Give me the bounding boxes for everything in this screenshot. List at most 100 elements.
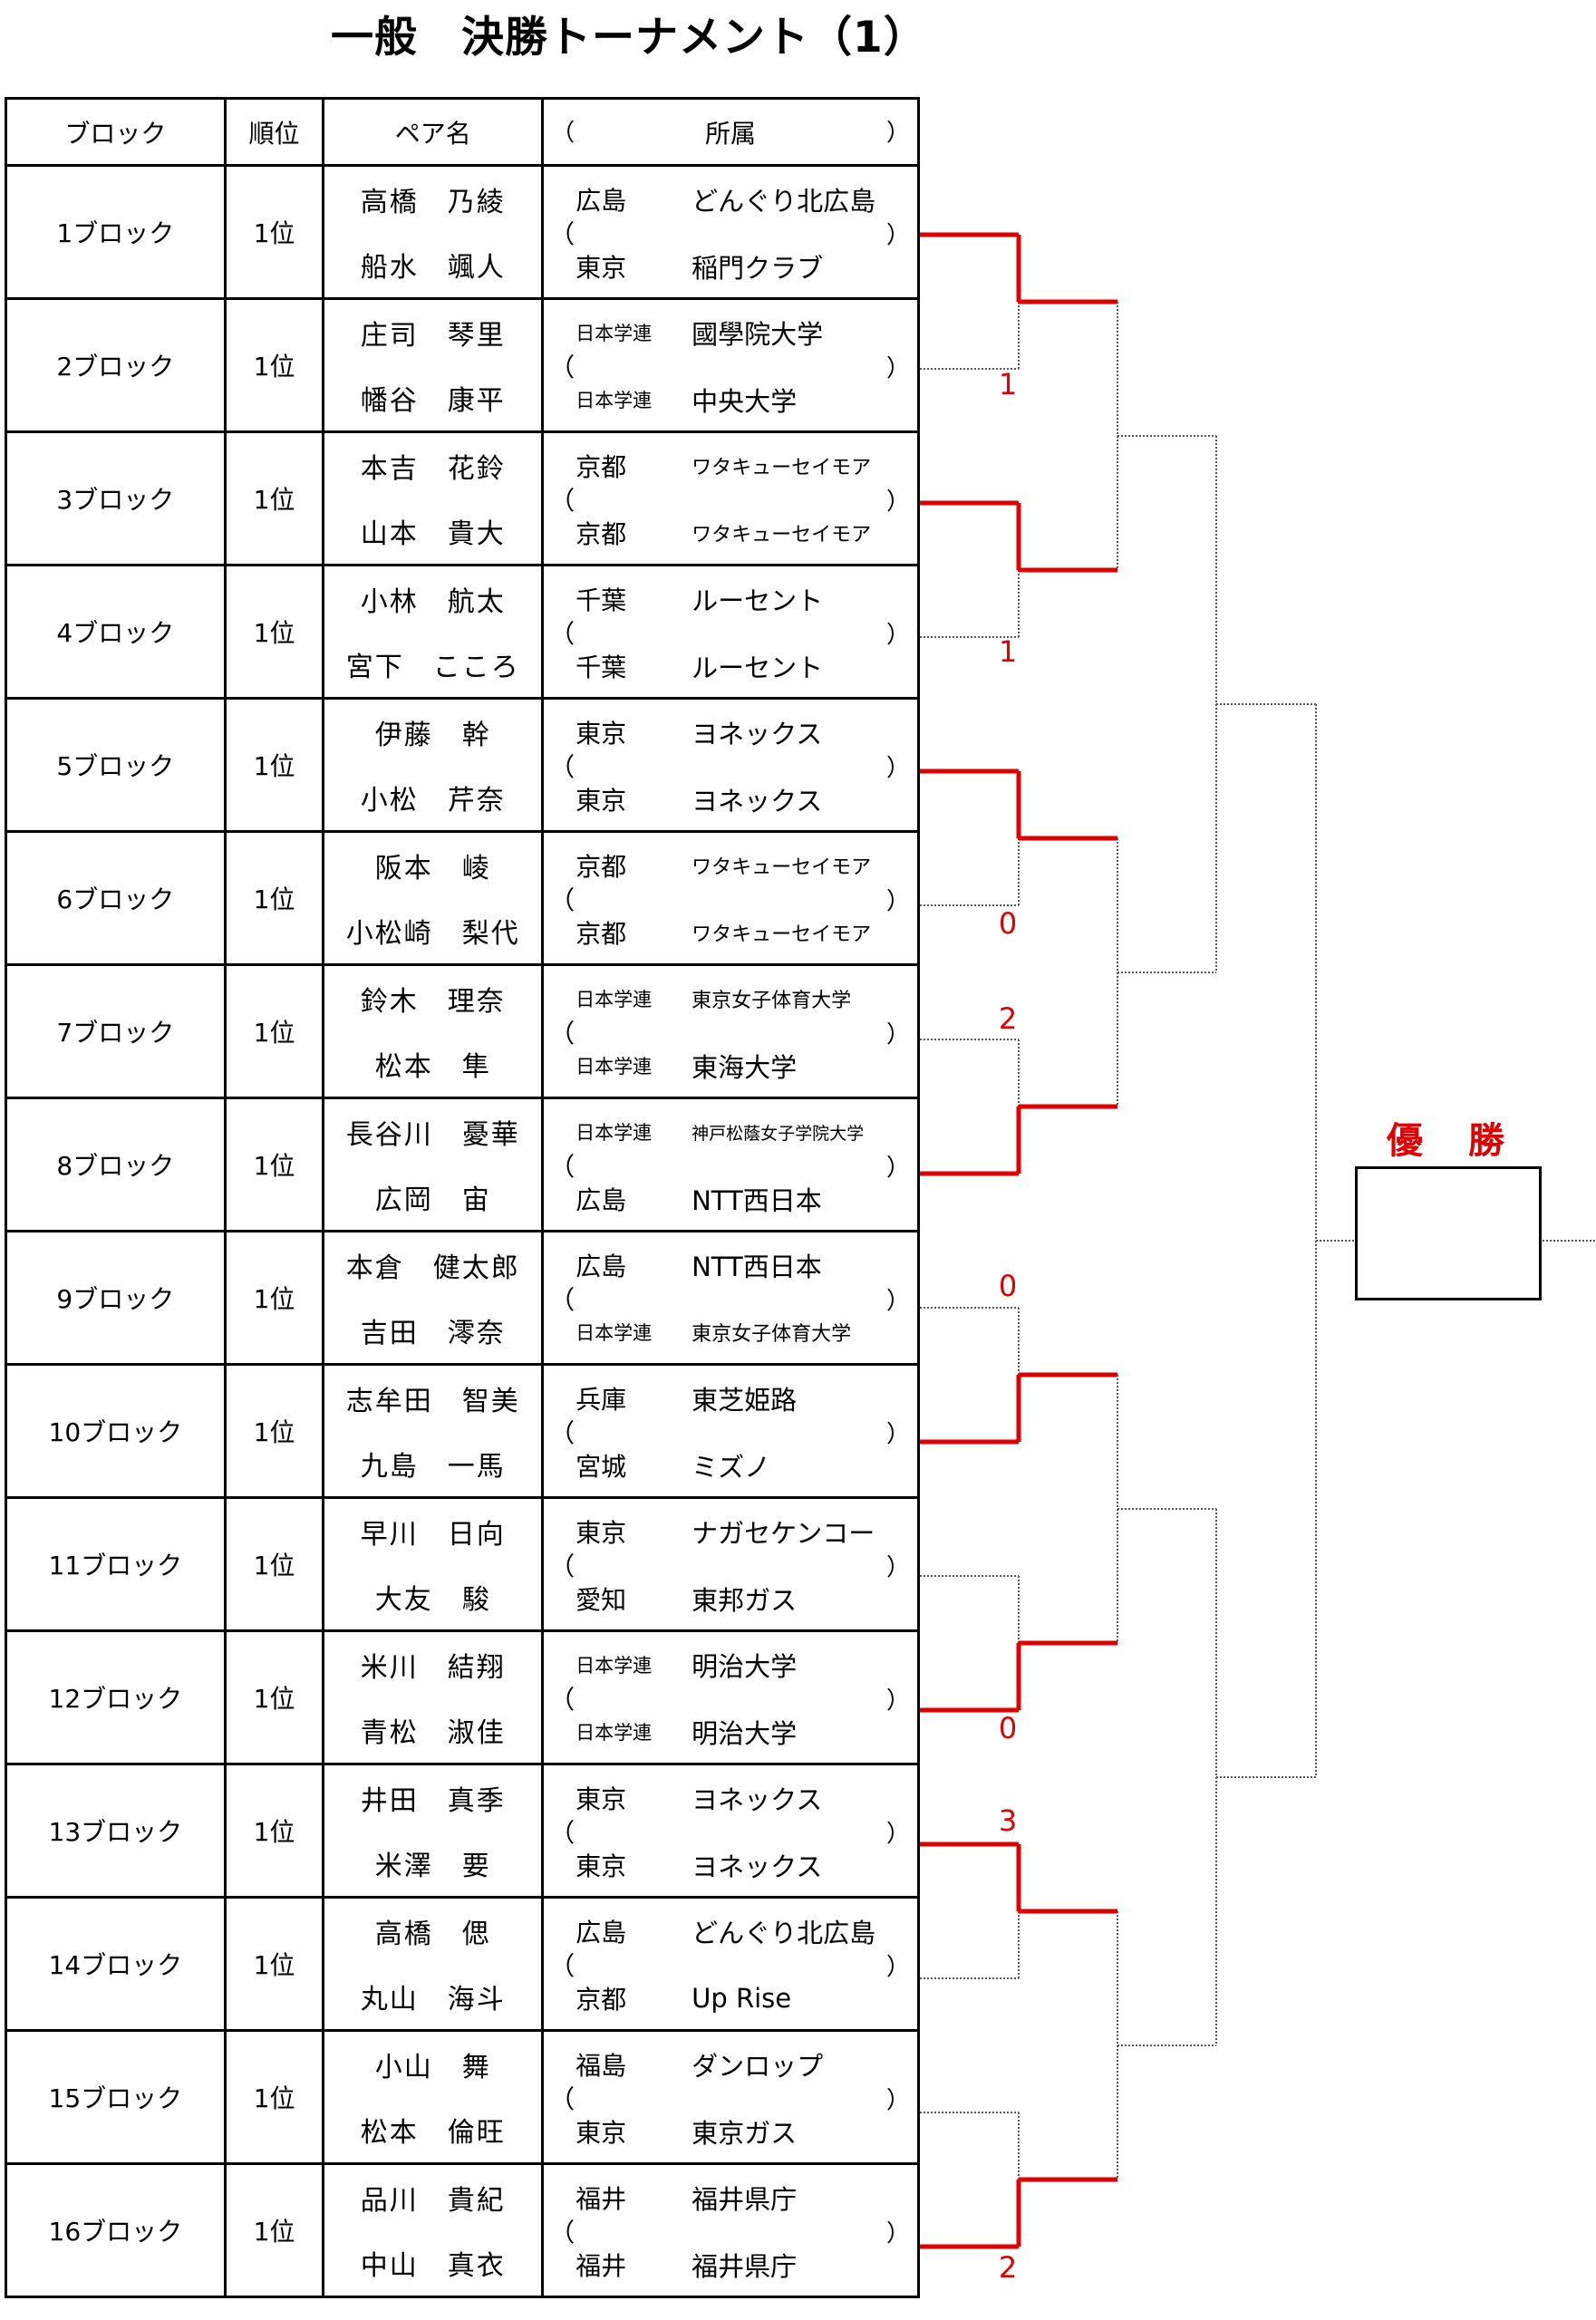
header-paren-close: ） [885, 119, 910, 147]
prefecture: 広島 [576, 1918, 627, 1948]
player-name: 本倉 健太郎 [345, 1252, 520, 1284]
affiliation-line: 千葉ルーセント [576, 583, 824, 616]
paren-close: ） [885, 2086, 910, 2114]
paren-close: ） [885, 2219, 910, 2248]
paren-close: ） [885, 754, 910, 782]
player-name: 松本 倫旺 [360, 2117, 506, 2149]
rank-cell: 1位 [223, 1896, 325, 2032]
affiliation-line: 日本学連明治大学 [576, 1716, 797, 1749]
affiliation-cell: 福井福井県庁（）福井福井県庁 [541, 2162, 920, 2298]
organization: 中央大学 [692, 386, 798, 417]
rank-cell: 1位 [223, 830, 325, 966]
pair-cell: 高橋 偲丸山 海斗 [322, 1896, 545, 2032]
page-title: 一般 決勝トーナメント（1） [331, 13, 927, 63]
prefecture: 日本学連 [576, 1722, 653, 1744]
paren-close: ） [885, 1687, 910, 1715]
rank-cell: 1位 [223, 564, 325, 700]
player-name: 志牟田 智美 [345, 1386, 520, 1417]
player-name: 宮下 こころ [345, 652, 520, 683]
paren-open: （ [549, 353, 576, 382]
player-name: 小山 舞 [374, 2052, 491, 2083]
affiliation-cell: 京都ワタキューセイモア（）京都ワタキューセイモア [541, 830, 920, 966]
organization: ヨネックス [692, 1784, 823, 1815]
header-affiliation-label: 所属 [705, 118, 757, 149]
rank-cell: 1位 [223, 1763, 325, 1899]
pair-cell: 米川 結翔青松 淑佳 [322, 1629, 545, 1765]
player-name: 松本 隼 [374, 1051, 491, 1083]
paren-open: （ [549, 2218, 576, 2248]
prefecture: 東京 [576, 719, 627, 749]
block-cell: 15ブロック [5, 2029, 227, 2165]
affiliation-line: 兵庫東芝姫路 [576, 1382, 797, 1416]
affiliation-line: 愛知東邦ガス [576, 1582, 797, 1616]
affiliation-cell: 兵庫東芝姫路（）宮城ミズノ [541, 1363, 920, 1499]
player-name: 船水 颯人 [360, 252, 506, 284]
prefecture: 日本学連 [576, 1122, 653, 1144]
affiliation-cell: 千葉ルーセント（）千葉ルーセント [541, 564, 920, 700]
paren-open: （ [549, 619, 576, 649]
pair-cell: 本吉 花鈴山本 貴大 [322, 430, 545, 566]
affiliation-cell: 日本学連東京女子体育大学（）日本学連東海大学 [541, 963, 920, 1099]
block-cell: 6ブロック [5, 830, 227, 966]
organization: ルーセント [692, 585, 824, 616]
prefecture: 日本学連 [576, 989, 653, 1010]
block-cell: 8ブロック [5, 1097, 227, 1232]
player-name: 阪本 崚 [374, 853, 491, 884]
header-row: ブロック 順位 ペア名 （ 所属 ） [5, 97, 920, 167]
player-name: 山本 貴大 [360, 518, 506, 550]
prefecture: 福島 [576, 2051, 627, 2081]
affiliation-line: 東京ヨネックス [576, 1782, 823, 1815]
paren-close: ） [885, 1553, 910, 1581]
player-name: 品川 貴紀 [360, 2185, 506, 2217]
organization: 東海大学 [692, 1052, 798, 1083]
rank-cell: 1位 [223, 1230, 325, 1366]
pair-cell: 小山 舞松本 倫旺 [322, 2029, 545, 2165]
champion-box [1355, 1166, 1542, 1300]
block-cell: 13ブロック [5, 1763, 227, 1899]
prefecture: 京都 [576, 1985, 627, 2015]
player-name: 中山 真衣 [360, 2250, 506, 2282]
prefecture: 日本学連 [576, 390, 653, 411]
prefecture: 愛知 [576, 1585, 627, 1615]
paren-open: （ [549, 1951, 576, 1981]
organization: ミズノ [692, 1452, 771, 1483]
pair-cell: 品川 貴紀中山 真衣 [322, 2162, 545, 2298]
player-name: 米澤 要 [374, 1851, 491, 1882]
match-score: 3 [998, 1803, 1018, 1838]
affiliation-cell: 京都ワタキューセイモア（）京都ワタキューセイモア [541, 430, 920, 566]
prefecture: 宮城 [576, 1452, 627, 1482]
affiliation-line: 広島どんぐり北広島 [576, 183, 875, 217]
paren-open: （ [549, 1552, 576, 1581]
prefecture: 広島 [576, 1252, 627, 1281]
player-name: 鈴木 理奈 [360, 986, 506, 1018]
organization: 福井県庁 [692, 2184, 798, 2215]
organization: 明治大学 [692, 1651, 798, 1682]
affiliation-line: 宮城 ミズノ [576, 1449, 771, 1483]
affiliation-line: 京都ワタキューセイモア [576, 517, 871, 549]
prefecture: 広島 [576, 1185, 627, 1215]
paren-close: ） [885, 887, 910, 915]
header-pair: ペア名 [322, 97, 545, 167]
paren-close: ） [885, 221, 910, 249]
affiliation-line: 東京東京ガス [576, 2115, 797, 2149]
player-name: 丸山 海斗 [360, 1984, 506, 2016]
block-cell: 3ブロック [5, 430, 227, 566]
rank-cell: 1位 [223, 2162, 325, 2298]
affiliation-line: 日本学連神戸松蔭女子学院大学 [576, 1116, 864, 1148]
rank-cell: 1位 [223, 1496, 325, 1632]
pair-cell: 高橋 乃綾船水 颯人 [322, 164, 545, 300]
player-name: 小松 芹奈 [360, 785, 506, 817]
affiliation-line: 千葉ルーセント [576, 650, 823, 683]
player-name: 長谷川 憂華 [345, 1119, 520, 1151]
prefecture: 東京 [576, 253, 627, 283]
player-name: 小松崎 梨代 [345, 918, 520, 950]
